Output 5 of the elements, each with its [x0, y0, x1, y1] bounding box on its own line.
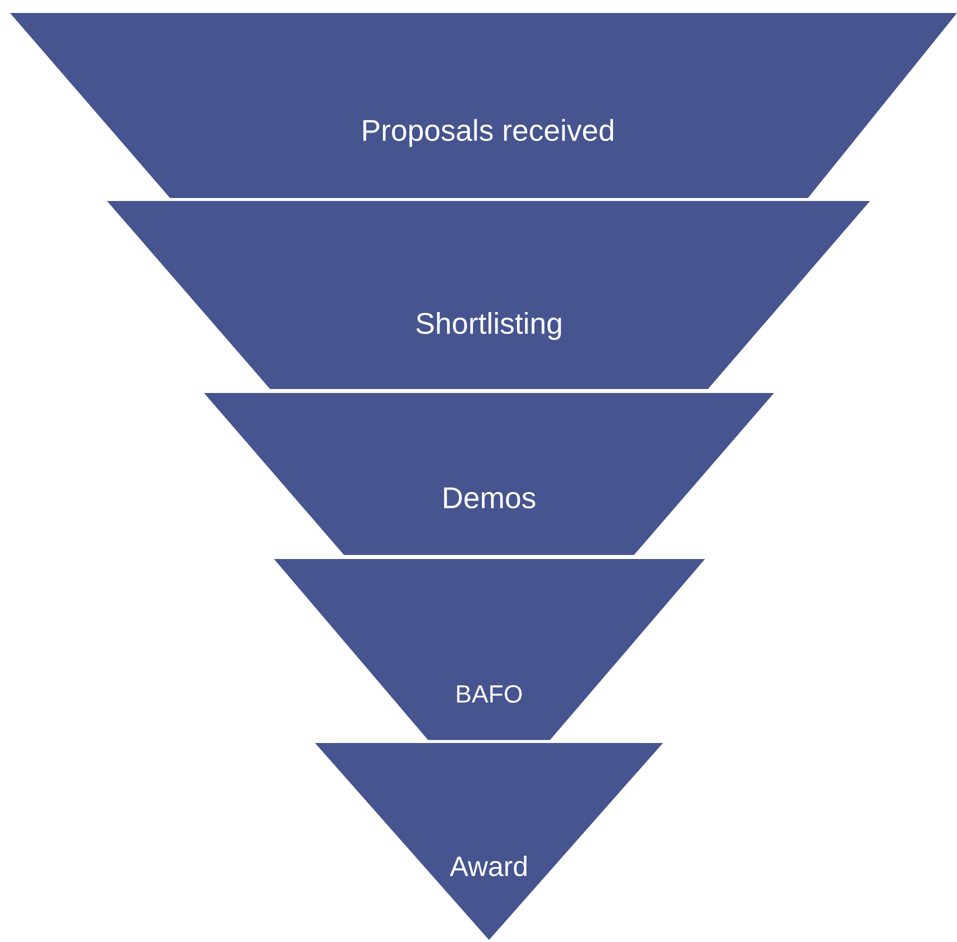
funnel-stage: Proposals received	[10, 13, 957, 198]
funnel-stage: Award	[315, 742, 663, 940]
funnel-stage: Demos	[204, 392, 774, 555]
funnel-stage: BAFO	[274, 558, 705, 740]
funnel-stage: Shortlisting	[107, 200, 870, 389]
